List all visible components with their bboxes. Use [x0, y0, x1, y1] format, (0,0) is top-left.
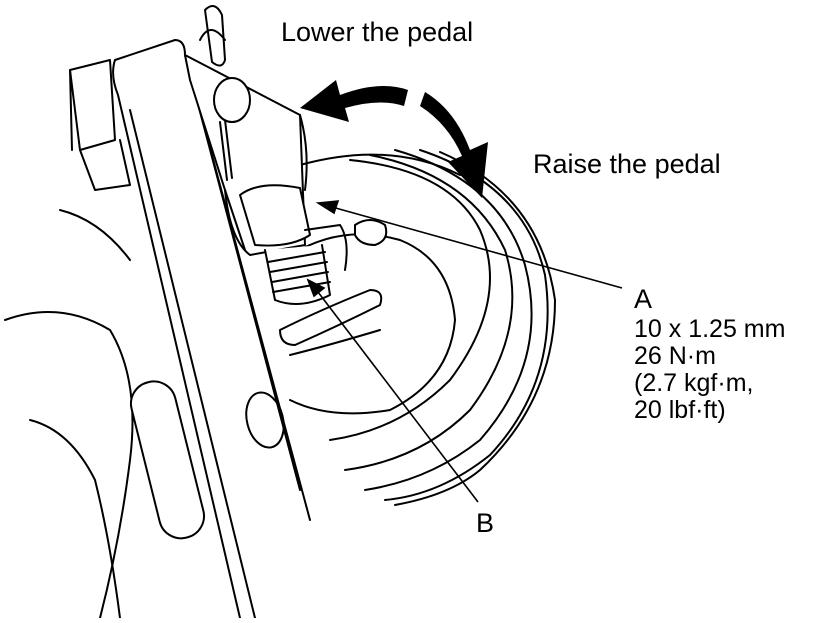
leader-line-a [315, 200, 623, 289]
callout-a-label: A [634, 284, 653, 314]
lower-pedal-label: Lower the pedal [281, 17, 474, 47]
clevis-pin [199, 5, 251, 181]
spec-torque-nm: 26 N·m [634, 342, 716, 370]
concentric-arcs [299, 149, 556, 506]
spec-thread: 10 x 1.25 mm [634, 315, 786, 343]
raise-pedal-label: Raise the pedal [533, 149, 721, 179]
pedal-arm-background [4, 209, 134, 619]
spec-torque-kgfm: (2.7 kgf·m, [634, 369, 754, 397]
callout-b-label: B [476, 508, 495, 538]
leader-line-b [306, 278, 479, 503]
lower-pedal-arrow [300, 80, 408, 122]
raise-pedal-arrow [420, 92, 488, 198]
pedal-lever [112, 39, 311, 619]
hub-plate [269, 219, 456, 415]
spec-torque-lbfft: 20 lbf·ft) [634, 396, 726, 424]
part-a-spec: 10 x 1.25 mm 26 N·m (2.7 kgf·m, 20 lbf·f… [634, 316, 785, 424]
